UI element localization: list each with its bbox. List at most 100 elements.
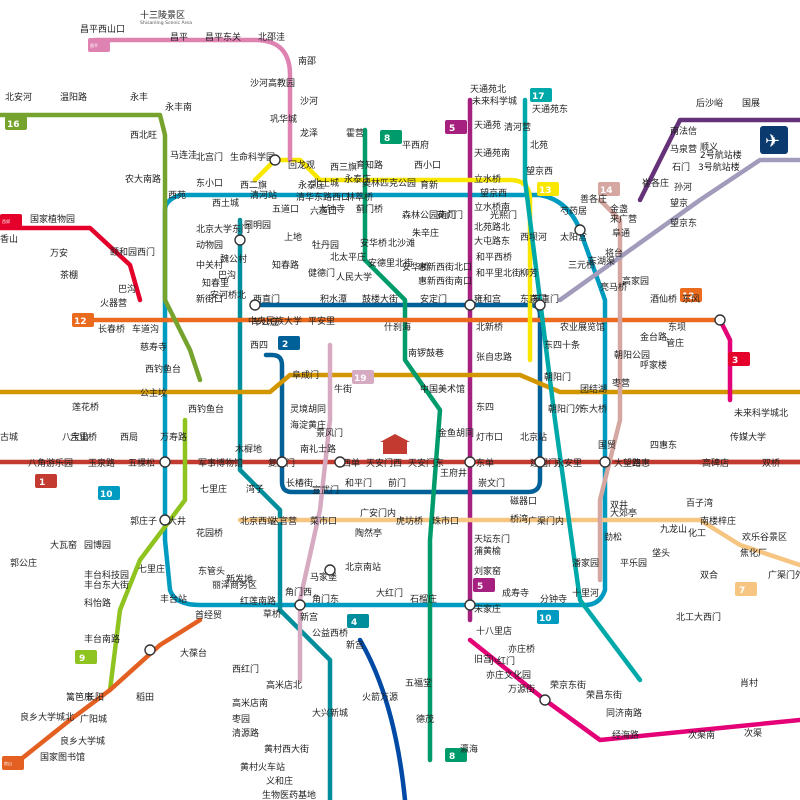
station-label: 大井 (168, 515, 186, 527)
line-pink-east-track (717, 317, 733, 403)
station-label: 石榴庄 (410, 593, 437, 605)
station-label: 小红门 (488, 655, 515, 667)
transfer-sanyuanqiao (574, 224, 586, 236)
station-label: 陶然亭 (355, 527, 382, 539)
station-label: 魏公村 (220, 253, 247, 265)
station-label: 十八里店 (476, 625, 512, 637)
badge-line-8-south-label: 8 (449, 752, 455, 762)
station-label: 龙泽 (300, 127, 318, 139)
station-label: 公益西桥 (312, 627, 348, 639)
station-label: 和平门 (345, 477, 372, 489)
station-label: 天通苑北 (470, 83, 506, 95)
transfer-jianguomen (534, 456, 546, 468)
station-label: 孙河 (674, 181, 692, 193)
station-label: 中关村 (196, 259, 223, 271)
station-label: 北京站 (520, 431, 547, 443)
station-label: 南邵 (298, 55, 316, 67)
station-label: 高米店北 (266, 679, 302, 691)
station-label: 高家园 (622, 275, 649, 287)
station-label: 望京 (670, 197, 688, 209)
station-label: 马泉营 (670, 143, 697, 155)
station-label: 荣昌东街 (586, 689, 622, 701)
station-label: 古城 (0, 431, 18, 443)
station-label: 惠新西街北口 (418, 261, 472, 273)
station-label: 北土城 (312, 177, 339, 189)
station-label: 温阳路 (60, 91, 87, 103)
station-label: 六道口 (310, 205, 337, 217)
station-label: 北工大西门 (676, 611, 721, 623)
badge-line-5-label: 5 (449, 124, 455, 134)
station-label: 科怡路 (84, 597, 111, 609)
station-label: 欢乐谷景区 (742, 531, 787, 543)
station-label: 霍营 (346, 127, 364, 139)
station-label: 旧宫 (474, 653, 492, 665)
badge-line-9: 9 (75, 650, 97, 664)
station-label: 西三旗 (330, 161, 357, 173)
station-label: 来广营 (610, 213, 637, 225)
station-label: 朝阳公园 (614, 350, 650, 361)
badge-line-9-label: 9 (79, 654, 85, 664)
station-label: 七里庄 (200, 483, 227, 495)
station-label: 奥林匹克公园 (362, 177, 416, 189)
station-label: 管庄 (666, 337, 684, 349)
station-label: 动物园 (196, 239, 223, 251)
badge-line-14: 14 (598, 182, 620, 196)
station-label: 西钓鱼台 (188, 403, 224, 415)
line-changping-track (92, 37, 293, 163)
transfer-dongdan (464, 456, 476, 468)
station-label: 天坛东门 (474, 533, 510, 545)
line-xijiao-track (0, 225, 143, 303)
station-label: 什刹海 (384, 321, 411, 333)
station-label: 北邵洼 (258, 31, 285, 43)
badge-line-12: 12 (72, 313, 94, 327)
station-label: 人民大学 (336, 271, 372, 283)
station-label: 天通苑 (474, 119, 501, 131)
station-label: 阜成门 (292, 369, 319, 381)
station-label: 和平西桥 (476, 251, 512, 263)
station-label: 木樨地 (235, 443, 262, 455)
station-label: 菜市口 (310, 515, 337, 527)
station-label: 酒仙桥 (650, 293, 677, 305)
station-label: 安贞门 (436, 209, 463, 221)
station-label: 刘家窑 (474, 565, 501, 577)
station-label: 北苑 (530, 139, 548, 151)
station-label: 巩华城 (270, 113, 297, 125)
svg-text:✈: ✈ (765, 131, 780, 152)
station-label: 七里庄 (138, 563, 165, 575)
station-label: 南法信 (670, 125, 697, 137)
station-label: 双合 (700, 569, 718, 581)
transfer-xizhimen (249, 299, 261, 311)
station-label: 虎坊桥 (396, 515, 423, 527)
station-label: 大葆台 (180, 647, 207, 659)
station-label: 望京西 (526, 165, 553, 177)
station-label: 丰台南路 (84, 633, 120, 645)
station-label: 清华东路西口 (296, 191, 350, 203)
badge-line-12-east: 12 (680, 288, 702, 302)
station-label: 永泰庄 (298, 179, 325, 191)
station-label: 西北旺 (130, 130, 157, 141)
station-label: 平西府 (402, 139, 429, 151)
station-label: 北安河 (5, 91, 32, 103)
station-label: 朝阳门外 (548, 403, 584, 415)
station-label: 西苑 (168, 189, 186, 201)
station-label: 黄村火车站 (240, 761, 285, 773)
transfer-stations (144, 154, 726, 706)
station-label: 上地 (284, 231, 302, 243)
badge-line-12-east-label: 12 (682, 292, 695, 302)
station-label: 金台路 (640, 331, 667, 343)
station-label: 枣园 (232, 714, 250, 725)
station-label: 黄村西大街 (264, 743, 309, 755)
station-label: 九龙山 (660, 523, 687, 535)
badge-line-1-label: 1 (39, 478, 45, 488)
badge-line-10: 10 (98, 486, 120, 500)
line-7-track (237, 517, 800, 568)
station-label: 西红门 (232, 663, 259, 675)
line-airport-express-track (557, 157, 800, 303)
station-label: 车道沟 (132, 323, 159, 335)
station-label: 2号航站楼 (700, 149, 742, 161)
airport-icon: ✈ (760, 126, 788, 154)
station-label: 三元桥 (568, 259, 595, 271)
line-13-track (252, 157, 533, 363)
station-label: 垡头 (652, 547, 670, 559)
station-label: 大郊亭 (610, 507, 637, 519)
